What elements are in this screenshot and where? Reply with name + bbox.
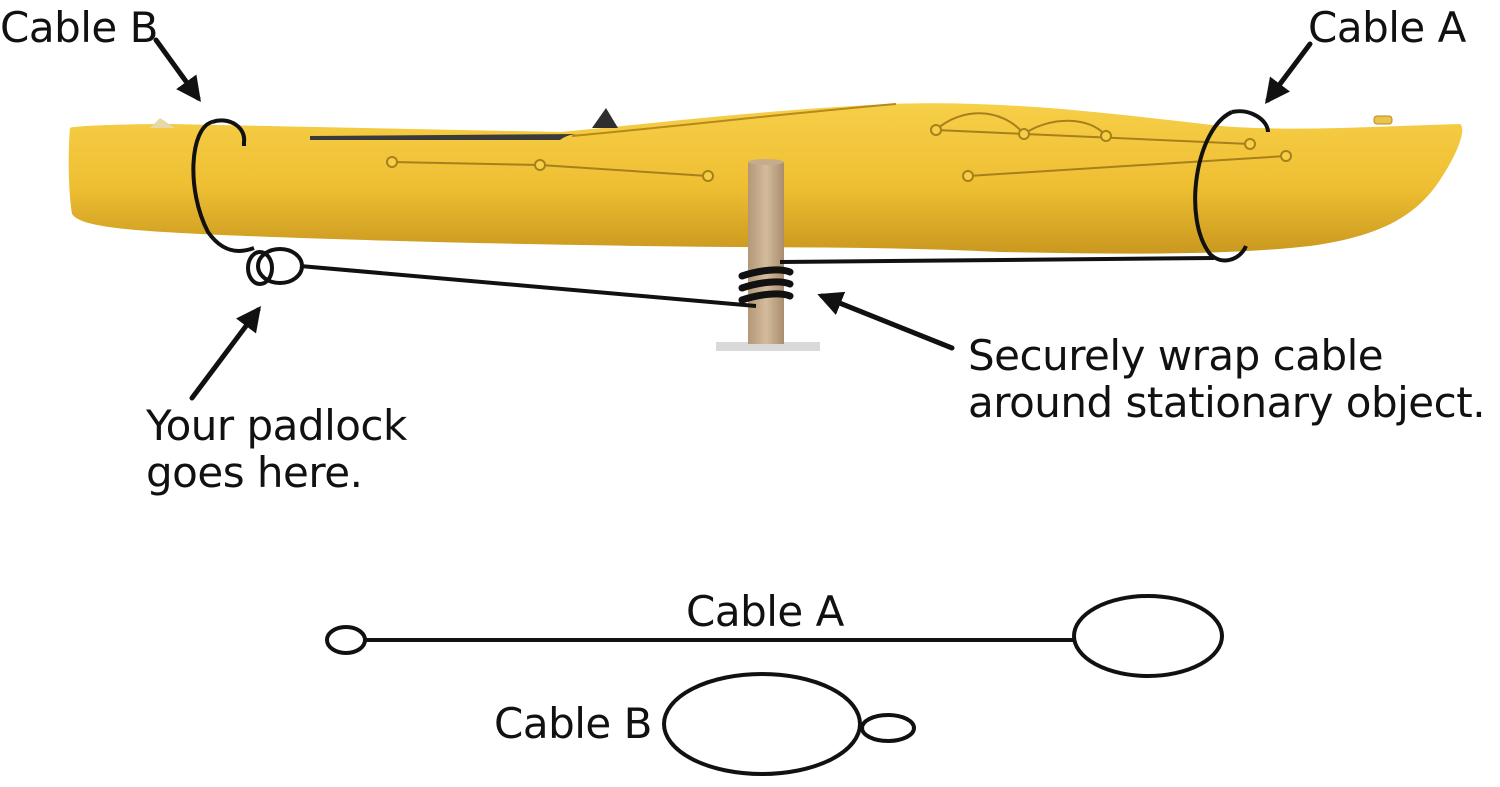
label-padlock-note-line2: goes here. xyxy=(146,448,363,497)
cable-a-loop-on-kayak xyxy=(1193,109,1270,263)
cable-b-loop-on-kayak xyxy=(191,118,255,253)
cable-a-large-loop xyxy=(1072,594,1224,678)
arrow-cable-a xyxy=(1265,41,1313,104)
post-column xyxy=(748,162,784,344)
label-cable-a-bottom: Cable A xyxy=(686,587,844,636)
label-cable-b-top: Cable B xyxy=(0,3,158,52)
stationary-post xyxy=(716,159,820,351)
cable-b-small-loop xyxy=(860,713,916,743)
label-padlock-note: Your padlock goes here. xyxy=(146,402,407,496)
arrows xyxy=(153,37,1313,401)
cable-wraps-on-post xyxy=(738,266,794,304)
kayak-bow-tip xyxy=(150,118,175,128)
kayak-stern-handle xyxy=(1373,115,1393,125)
cable-a-illustration xyxy=(325,594,1224,678)
label-cable-b-bottom: Cable B xyxy=(494,699,652,748)
cable-b-large-loop xyxy=(662,672,862,776)
kayak-deck-seam xyxy=(571,103,897,137)
post-top xyxy=(748,159,784,165)
kayak-cockpit xyxy=(310,134,578,140)
arrow-padlock xyxy=(189,306,261,401)
kayak-bungee-rear-eyelets xyxy=(930,124,1292,182)
kayak-seat-back xyxy=(592,108,618,128)
arrow-cable-b xyxy=(153,37,201,103)
label-wrap-note-line1: Securely wrap cable xyxy=(968,331,1384,380)
label-padlock-note-line1: Your padlock xyxy=(146,401,407,450)
arrow-post xyxy=(817,291,955,351)
cable-b-illustration xyxy=(662,672,916,776)
kayak-bungee-rear xyxy=(935,112,1287,177)
label-cable-a-top: Cable A xyxy=(1308,3,1466,52)
kayak-bungee-front-eyelets xyxy=(386,156,714,182)
cable-run xyxy=(299,256,1215,308)
padlock-loops xyxy=(246,247,304,286)
post-base xyxy=(716,342,820,351)
label-wrap-note: Securely wrap cable around stationary ob… xyxy=(968,331,1486,427)
label-wrap-note-line2: around stationary object. xyxy=(968,378,1486,427)
cable-a-small-loop xyxy=(325,625,367,655)
kayak-bungee-front xyxy=(391,161,709,177)
